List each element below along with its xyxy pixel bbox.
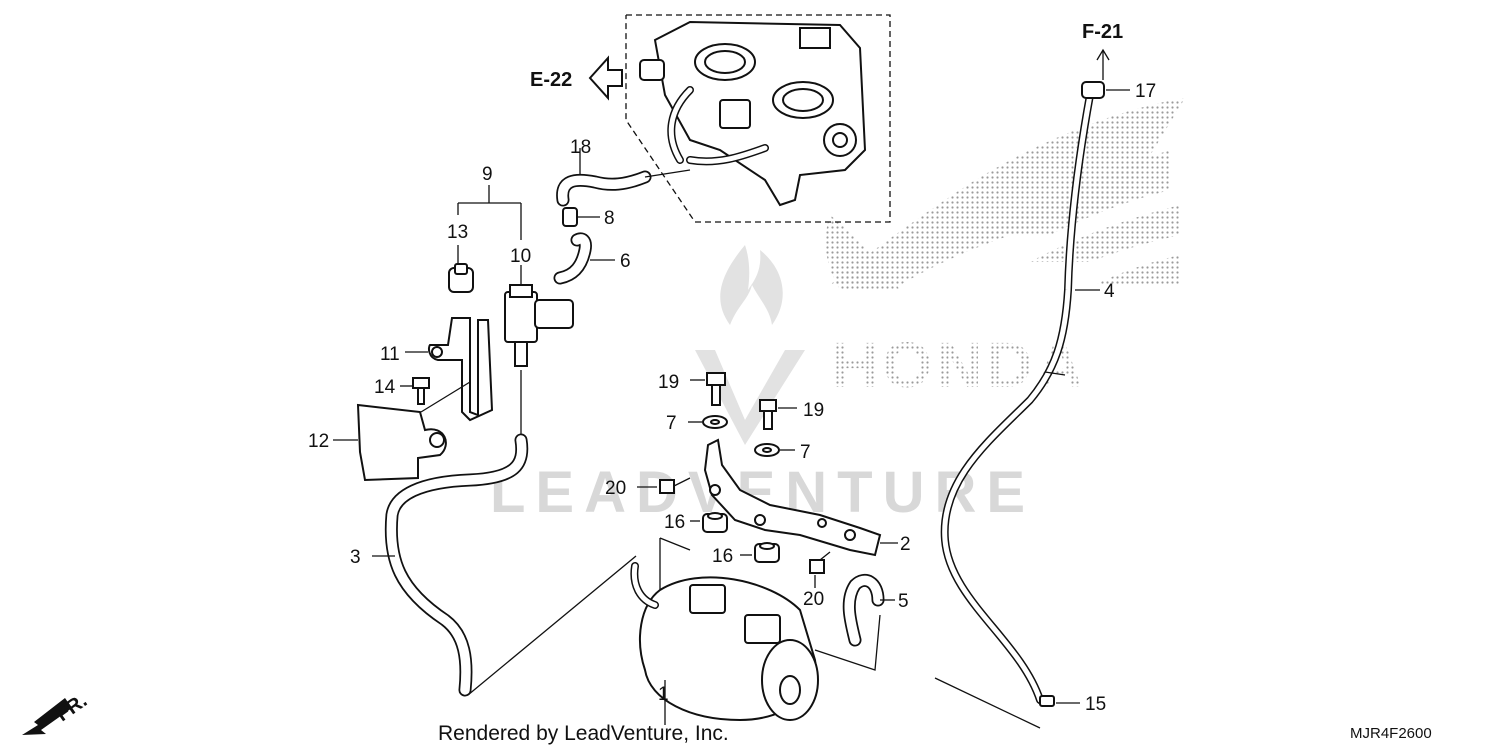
callout-5: 5: [898, 591, 909, 612]
part-1-canister: [630, 537, 819, 725]
callout-18: 18: [570, 137, 591, 158]
callout-6: 6: [620, 251, 631, 272]
callout-3: 3: [350, 547, 361, 568]
callout-11: 11: [380, 344, 400, 365]
part-20-bolt-left: [637, 477, 691, 494]
part-19-bolt-left: [690, 372, 726, 406]
part-20-bolt-right: [809, 551, 831, 588]
part-9-group-bracket: [457, 185, 522, 240]
callout-7-right: 7: [800, 442, 811, 463]
callout-4: 4: [1104, 281, 1115, 302]
front-direction-arrow: FR.: [22, 690, 91, 735]
callout-15: 15: [1085, 694, 1106, 715]
callout-20-left: 20: [605, 478, 626, 499]
callout-14: 14: [374, 377, 396, 398]
part-14-bolt: [400, 377, 471, 413]
callout-9: 9: [482, 164, 493, 185]
part-15-clip: [1039, 695, 1080, 707]
f21-reference-label: F-21: [1082, 21, 1123, 43]
part-2-bracket: [703, 438, 898, 557]
part-8-fitting: [562, 207, 600, 227]
part-3-hose: [372, 433, 637, 697]
callout-labels: 1 2 3 4 5 6 7 7 8 9 10 11 12 13 14 15 16…: [308, 81, 1156, 715]
callout-17: 17: [1135, 81, 1156, 102]
part-17-cap: [1081, 81, 1130, 99]
callout-20-right: 20: [803, 589, 824, 610]
part-7-washer-right: [754, 443, 795, 457]
callout-19-right: 19: [803, 400, 824, 421]
throttle-body-assembly: [625, 14, 891, 223]
part-10-solenoid-valve: [504, 265, 574, 435]
part-12-guard: [333, 403, 447, 482]
front-direction-label: FR.: [52, 690, 91, 727]
leadventure-watermark: LEADVENTURE: [490, 245, 1025, 525]
callout-2: 2: [900, 534, 911, 555]
callout-16-left: 16: [664, 512, 685, 533]
part-4-hose: [934, 91, 1100, 729]
e22-reference-arrow: E-22: [530, 55, 623, 101]
part-18-hose: [556, 148, 691, 207]
callout-1: 1: [658, 684, 669, 705]
honda-wing-watermark: HONDA: [825, 98, 1185, 401]
callout-10: 10: [510, 246, 531, 267]
diagram-code: MJR4F2600: [1350, 725, 1432, 742]
part-13-cap: [448, 245, 474, 293]
part-11-bracket: [405, 317, 494, 422]
e22-reference-label: E-22: [530, 69, 572, 91]
callout-7-left: 7: [666, 413, 677, 434]
f21-reference: F-21: [1082, 21, 1123, 80]
part-19-bolt-right: [759, 399, 797, 430]
render-credit: Rendered by LeadVenture, Inc.: [438, 722, 729, 745]
part-7-washer-left: [688, 415, 728, 429]
callout-16-right: 16: [712, 546, 733, 567]
callout-8: 8: [604, 208, 615, 229]
part-5-hose: [814, 574, 895, 671]
part-16-grommet-left: [690, 512, 728, 533]
part-16-grommet-right: [740, 542, 780, 563]
part-6-hose: [553, 232, 615, 285]
callout-19-left: 19: [658, 372, 679, 393]
callout-13: 13: [447, 222, 468, 243]
callout-12: 12: [308, 431, 329, 452]
